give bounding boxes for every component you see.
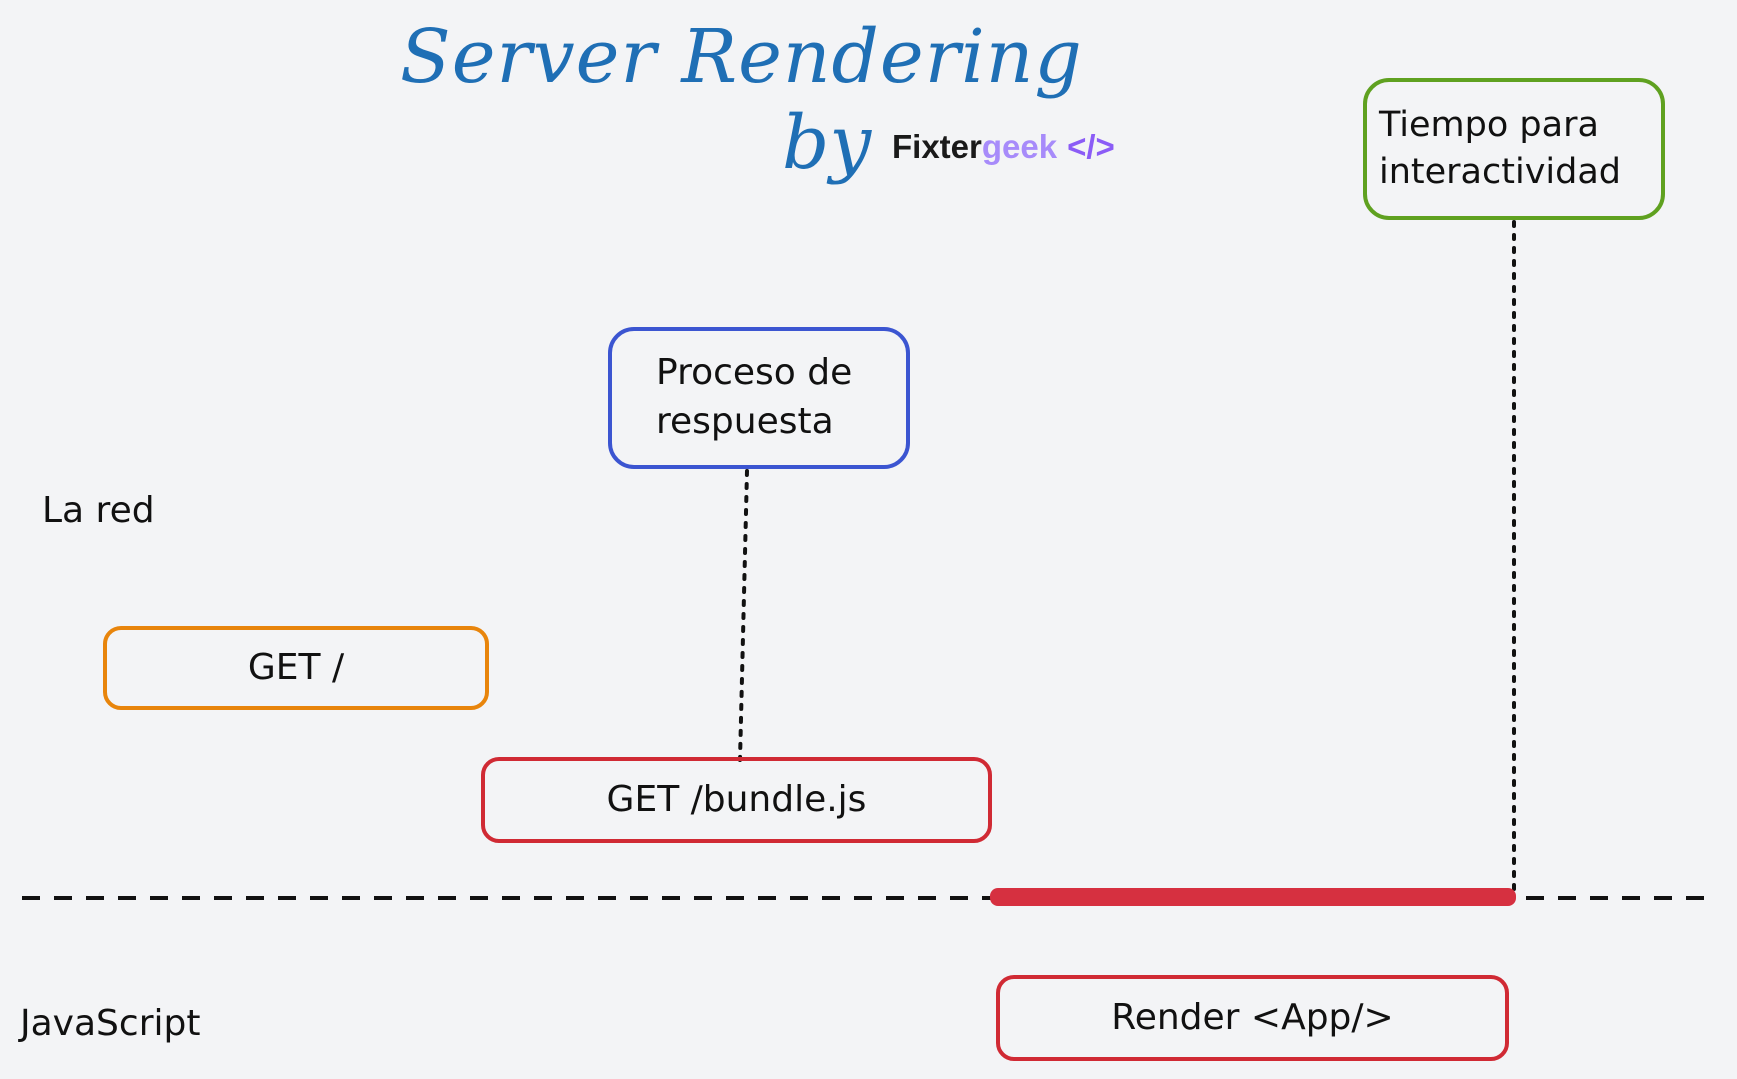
lane-label-network: La red bbox=[42, 490, 155, 531]
diagram-title: Server Rendering bbox=[400, 14, 1083, 100]
lane-label-javascript: JavaScript bbox=[20, 1003, 201, 1044]
time-to-interactive-box: Tiempo para interactividad bbox=[1363, 78, 1665, 220]
get-root-box: GET / bbox=[103, 626, 489, 710]
title-by: by bbox=[782, 100, 872, 186]
brand-part-geek: geek bbox=[981, 128, 1058, 165]
brand-logo: Fixtergeek</> bbox=[892, 128, 1115, 166]
get-bundle-box: GET /bundle.js bbox=[481, 757, 992, 843]
brand-code-icon: </> bbox=[1067, 128, 1115, 165]
response-process-connector bbox=[738, 469, 749, 762]
response-process-box: Proceso de respuesta bbox=[608, 327, 910, 469]
render-app-box: Render <App/> bbox=[996, 975, 1509, 1061]
js-execution-bar bbox=[990, 888, 1516, 906]
brand-part-fixter: Fixter bbox=[892, 128, 982, 165]
